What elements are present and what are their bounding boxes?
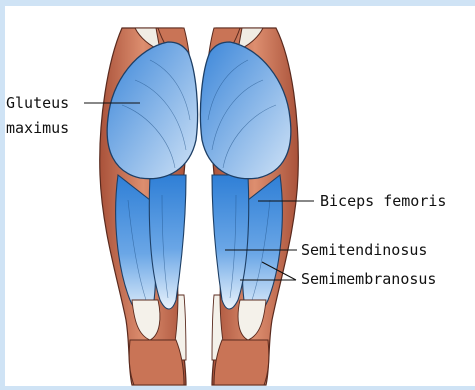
label-maximus: maximus [6,119,69,137]
label-semitendinosus: Semitendinosus [301,241,427,259]
label-gluteus: Gluteus [6,94,69,112]
label-semimembranosus: Semimembranosus [301,270,436,288]
label-biceps-femoris: Biceps femoris [320,192,446,210]
